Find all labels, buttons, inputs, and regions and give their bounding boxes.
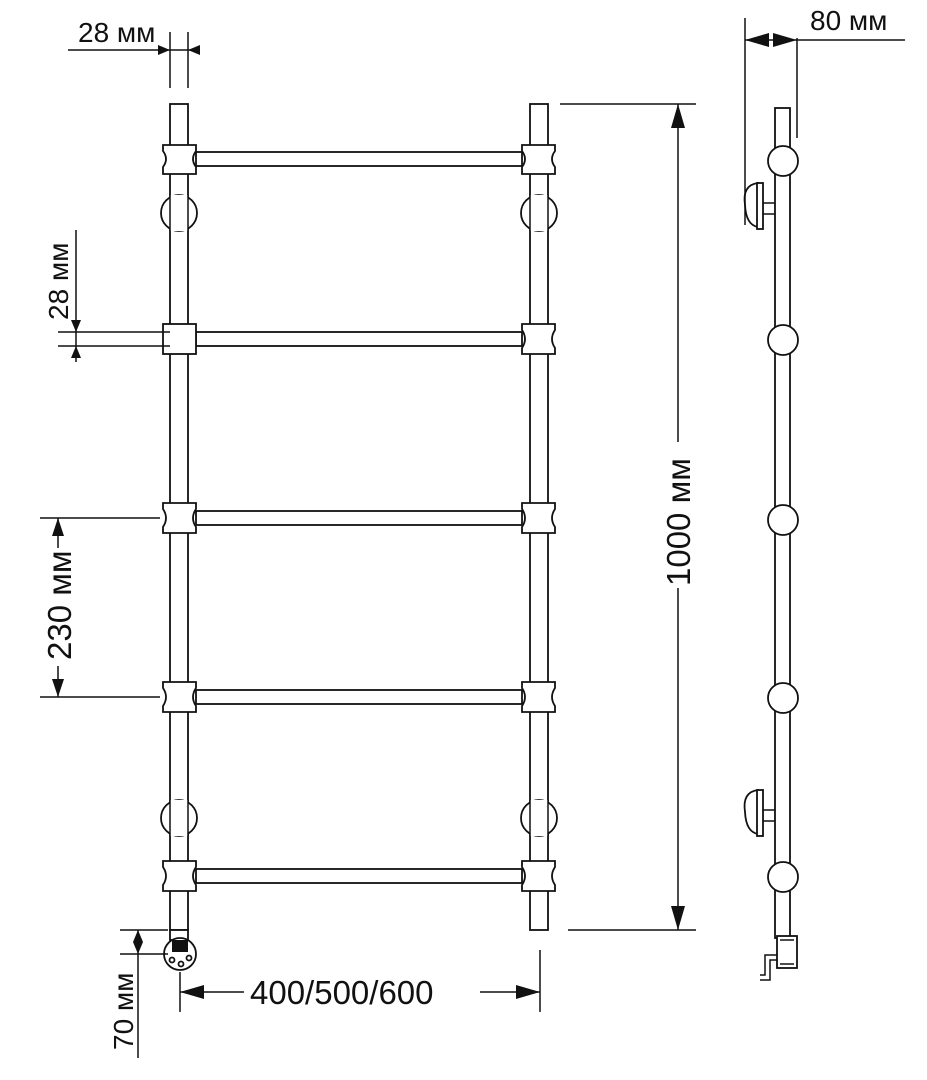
label-wall-offset: 80 мм <box>810 5 887 36</box>
heater-element <box>163 929 197 971</box>
label-pipe-diameter-top: 28 мм <box>78 17 155 48</box>
dim-wall-offset: 80 мм <box>744 5 905 225</box>
dim-heater-offset: 70 мм <box>108 929 168 1058</box>
rung <box>195 151 523 167</box>
rung <box>195 868 523 884</box>
dim-pipe-diameter-side: 28 мм <box>43 230 170 362</box>
label-width: 400/500/600 <box>250 974 434 1011</box>
tee-connectors <box>162 144 556 892</box>
dim-pipe-diameter-top: 28 мм <box>68 17 200 88</box>
rung <box>195 689 523 705</box>
side-wall-brackets <box>743 181 775 837</box>
wall-brackets <box>160 194 558 837</box>
dim-height: 1000 мм <box>560 103 697 931</box>
label-pipe-diameter-side: 28 мм <box>43 243 74 320</box>
label-heater-offset: 70 мм <box>108 973 139 1050</box>
dim-width: 400/500/600 <box>179 950 541 1012</box>
rung <box>195 510 523 526</box>
label-rung-spacing: 230 мм <box>41 550 78 660</box>
rungs <box>195 151 523 884</box>
label-height: 1000 мм <box>660 458 697 586</box>
side-view <box>743 107 799 981</box>
front-view <box>160 103 558 971</box>
side-heater <box>760 935 798 981</box>
side-rung-ends <box>767 145 799 893</box>
rung <box>195 331 523 347</box>
dim-rung-spacing: 230 мм <box>40 517 160 698</box>
